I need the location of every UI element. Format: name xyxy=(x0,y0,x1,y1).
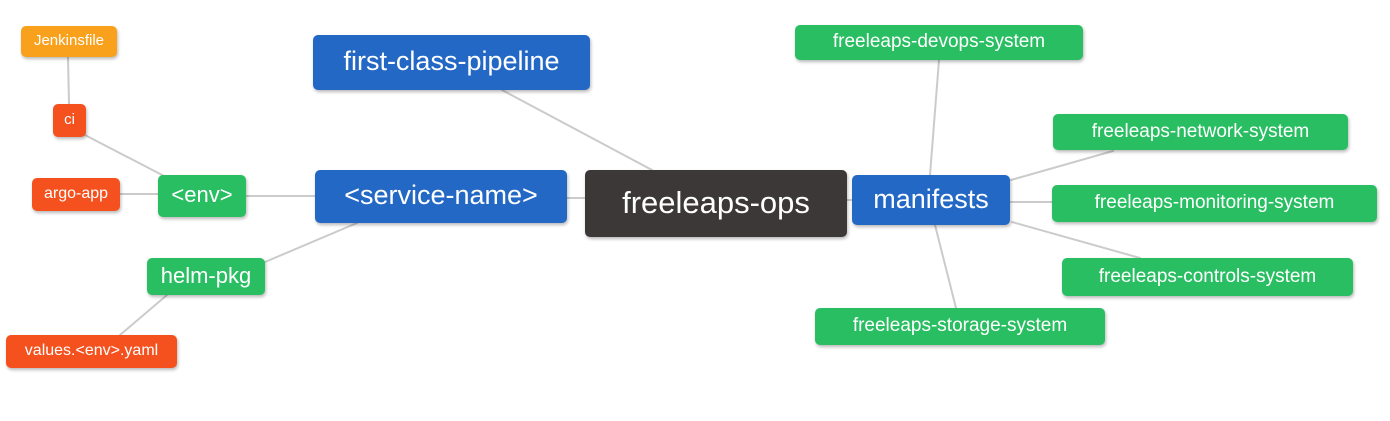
edge-manifests--freeleaps-devops-system xyxy=(929,59,940,176)
node-ci[interactable]: ci xyxy=(53,104,86,137)
edge-jenkinsfile--ci xyxy=(67,56,70,105)
node-jenkinsfile[interactable]: Jenkinsfile xyxy=(21,26,117,57)
node-freeleaps-ops[interactable]: freeleaps-ops xyxy=(585,170,847,237)
edge-manifests--freeleaps-storage-system xyxy=(934,224,957,309)
node-env[interactable]: <env> xyxy=(158,175,246,217)
node-service-name[interactable]: <service-name> xyxy=(315,170,567,223)
node-helm-pkg[interactable]: helm-pkg xyxy=(147,258,265,295)
edge-ci--env xyxy=(84,134,165,177)
node-freeleaps-storage-system[interactable]: freeleaps-storage-system xyxy=(815,308,1105,345)
node-freeleaps-monitoring-system[interactable]: freeleaps-monitoring-system xyxy=(1052,185,1377,222)
edge-manifests--freeleaps-network-system xyxy=(1010,150,1114,181)
node-values-env-yaml[interactable]: values.<env>.yaml xyxy=(6,335,177,368)
edge-manifests--freeleaps-controls-system xyxy=(1011,221,1141,259)
node-freeleaps-devops-system[interactable]: freeleaps-devops-system xyxy=(795,25,1083,60)
node-first-class-pipeline[interactable]: first-class-pipeline xyxy=(313,35,590,90)
node-argo-app[interactable]: argo-app xyxy=(32,178,120,211)
edge-first-class-pipeline--freeleaps-ops xyxy=(501,89,653,171)
edge-helm-pkg--service-name xyxy=(264,222,358,263)
node-freeleaps-controls-system[interactable]: freeleaps-controls-system xyxy=(1062,258,1353,296)
edge-helm-pkg--values-env-yaml xyxy=(119,294,168,336)
node-manifests[interactable]: manifests xyxy=(852,175,1010,225)
node-freeleaps-network-system[interactable]: freeleaps-network-system xyxy=(1053,114,1348,150)
